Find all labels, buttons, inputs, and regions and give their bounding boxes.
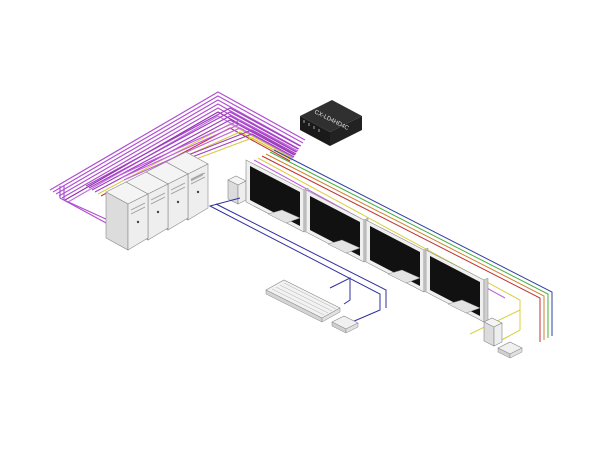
keyboard [265,279,341,323]
local-speaker [227,175,247,205]
peripheral-cable [208,197,387,323]
computer-1 [105,181,149,251]
mouse [331,315,359,334]
monitor-4 [425,249,489,323]
remote-unit [483,317,523,359]
monitor-2 [305,189,369,263]
monitor-3 [365,219,429,293]
monitor-cable-bundle [253,149,553,343]
kvm-switch: CX-LD4HD4C [300,100,362,146]
computer-towers [105,151,209,251]
monitor-1 [245,159,309,233]
